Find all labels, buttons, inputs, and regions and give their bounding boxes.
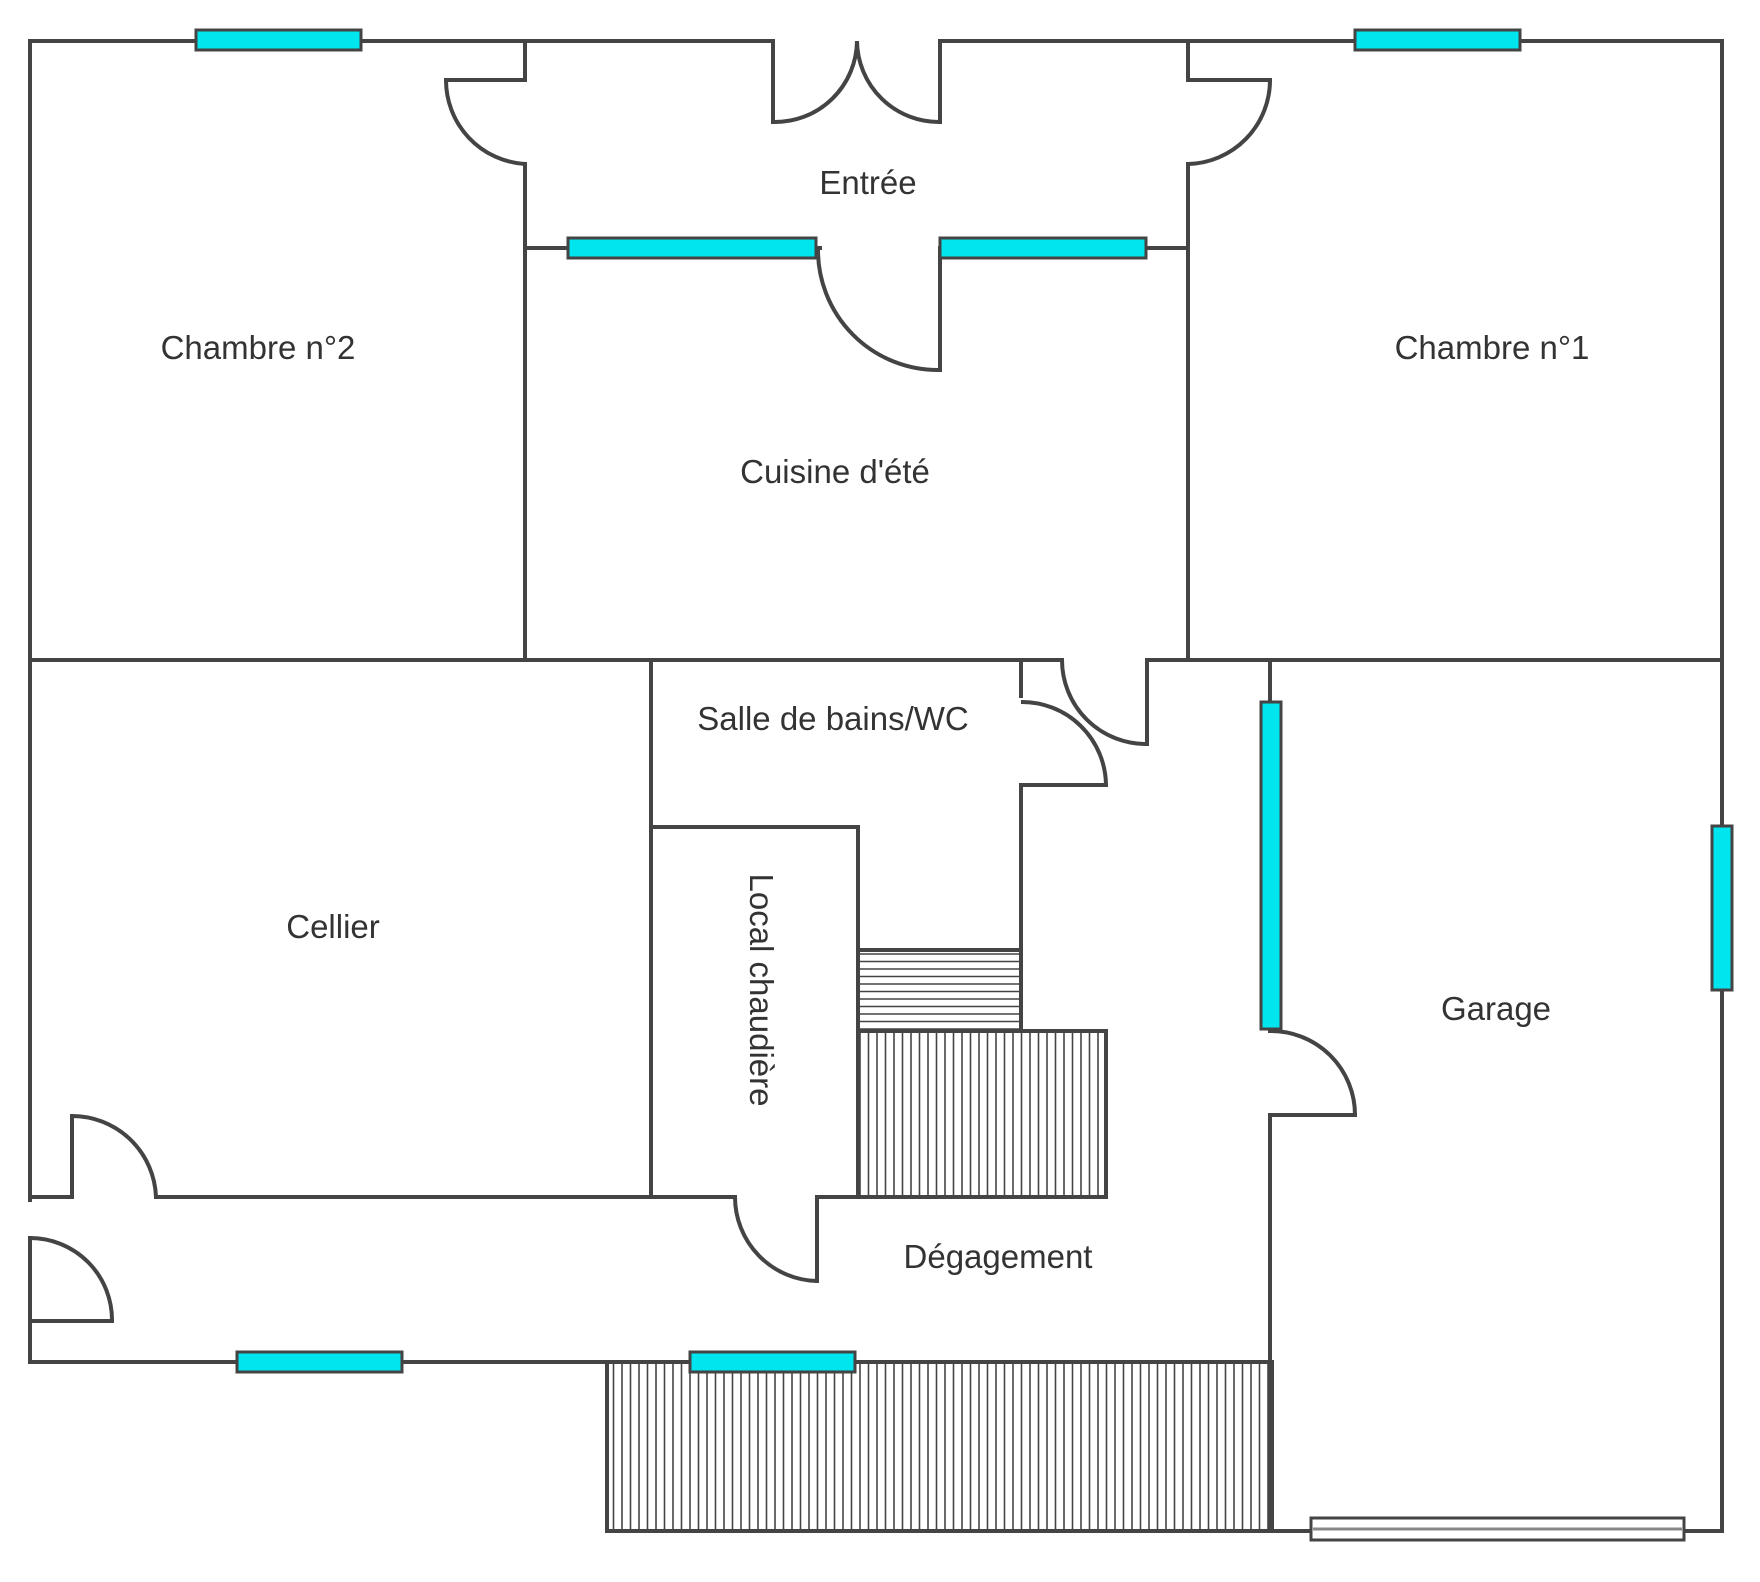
- entrance-door-left: [772, 40, 859, 125]
- window-chambre1: [1353, 28, 1522, 52]
- walls: [28, 39, 1724, 1533]
- terrace: [605, 1360, 1274, 1533]
- label-chambre2: Chambre n°2: [161, 329, 356, 366]
- garage-door: [1269, 1028, 1357, 1116]
- doors: [29, 40, 1357, 1322]
- entree-wall-right: [1186, 39, 1272, 82]
- window-degagement-terrace: [688, 1350, 857, 1374]
- label-garage: Garage: [1441, 990, 1551, 1027]
- entree-wall-left: [444, 39, 527, 82]
- chaudiere-door: [733, 1196, 818, 1283]
- label-entree: Entrée: [819, 164, 916, 201]
- stairs-lower: [856, 1029, 1108, 1199]
- window-entree-right: [938, 236, 1148, 260]
- stairs-upper: [856, 948, 1023, 1033]
- stairs: [605, 948, 1274, 1533]
- cuisine-degagement-door: [1060, 659, 1148, 747]
- cuisine-door: [815, 247, 941, 373]
- window-entree-left: [566, 236, 818, 260]
- garage-gate: [1309, 1516, 1686, 1542]
- label-cuisine: Cuisine d'été: [740, 453, 930, 490]
- chambre2-door: [443, 79, 526, 166]
- label-local-chaudiere: Local chaudière: [743, 874, 780, 1107]
- cellier-door: [71, 1114, 158, 1198]
- label-salle-de-bains: Salle de bains/WC: [697, 700, 968, 737]
- window-chambre2: [194, 28, 363, 52]
- window-garage-right: [1710, 824, 1734, 992]
- room-labels: Entrée Chambre n°2 Chambre n°1 Cuisine d…: [161, 164, 1590, 1275]
- cellier-wall-bottom: [28, 1114, 74, 1199]
- exterior-door: [29, 1236, 115, 1322]
- windows: [194, 28, 1734, 1374]
- label-degagement: Dégagement: [904, 1238, 1093, 1275]
- label-chambre1: Chambre n°1: [1395, 329, 1590, 366]
- window-degagement-left: [235, 1350, 404, 1374]
- sdb-door: [1020, 699, 1108, 786]
- window-garage-inner: [1259, 700, 1283, 1031]
- sdb-wall-bottom: [649, 825, 860, 952]
- chambre1-door: [1187, 79, 1272, 166]
- label-cellier: Cellier: [286, 908, 380, 945]
- entrance-door-right: [855, 40, 941, 125]
